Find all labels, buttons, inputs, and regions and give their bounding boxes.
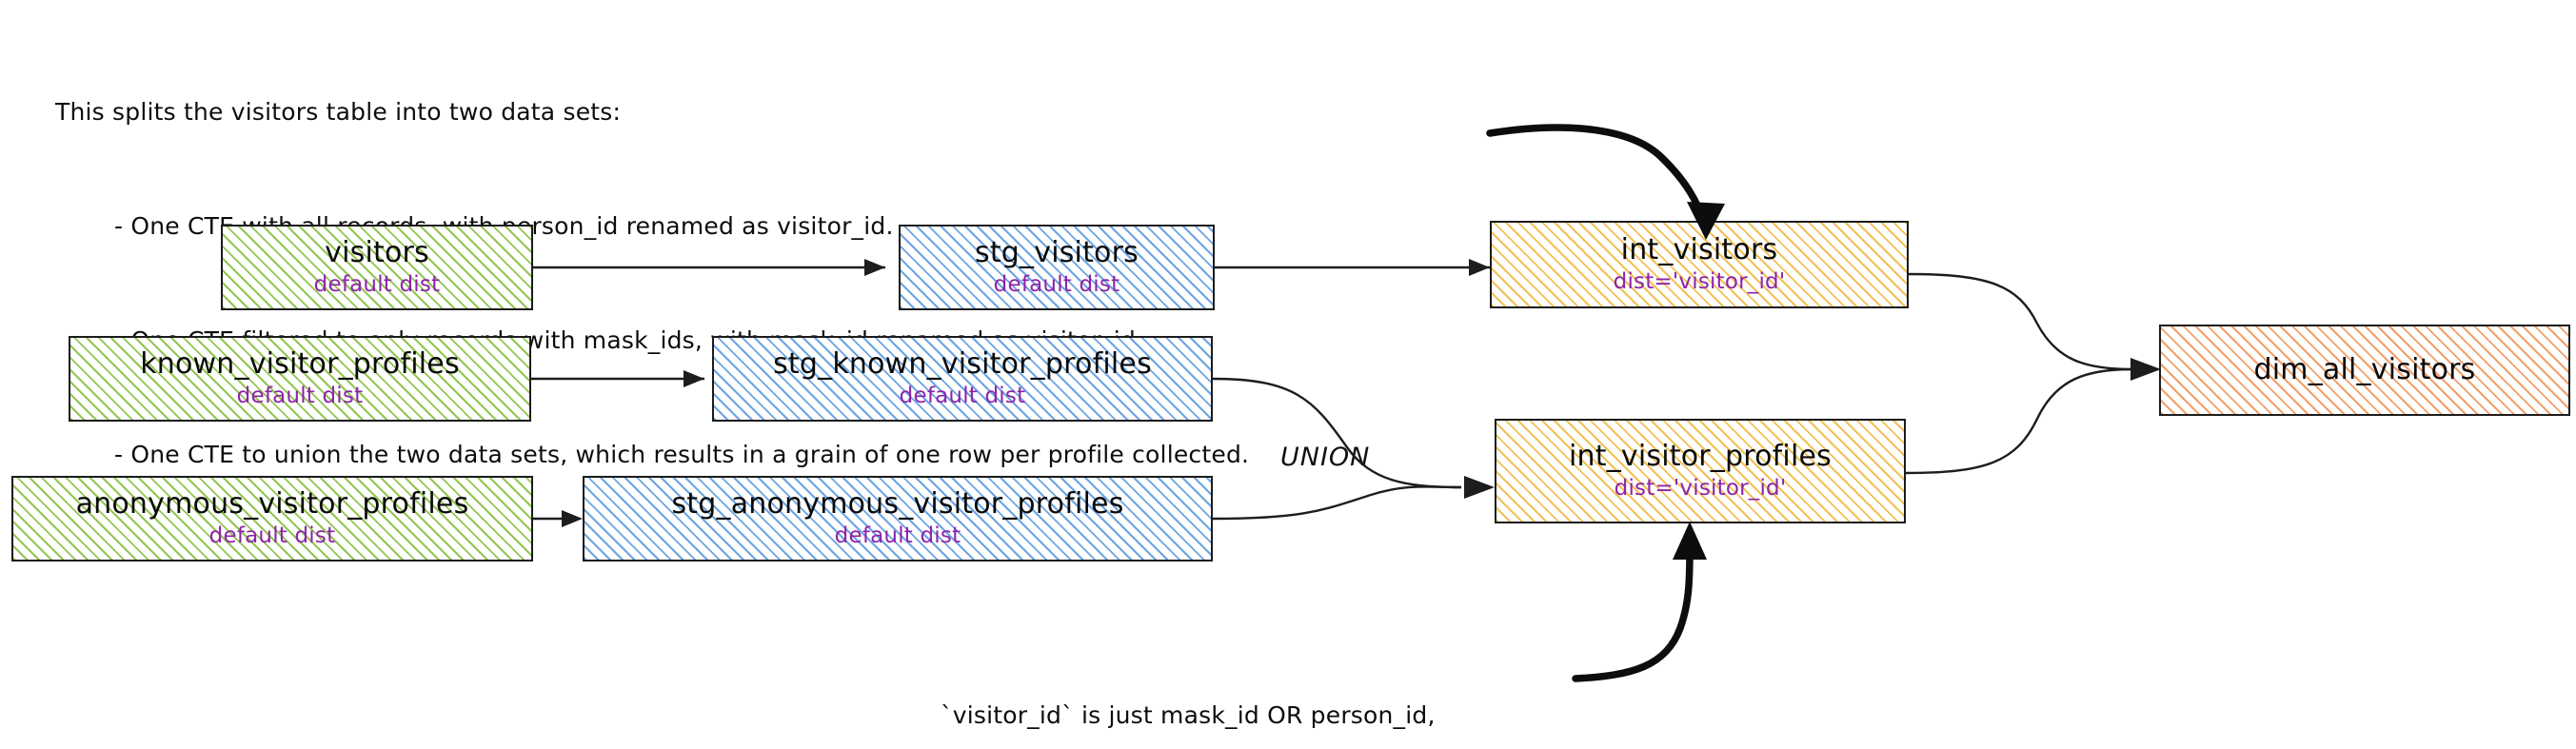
node-stg-visitors-dist: default dist: [993, 271, 1120, 297]
edge-stg-anonymous-to-int-visitor-profiles: [1212, 476, 1495, 521]
node-anonymous-visitor-profiles-title: anonymous_visitor_profiles: [75, 487, 469, 522]
bottom-note-line-1: `visitor_id` is just mask_id OR person_i…: [941, 701, 1436, 729]
node-stg-anonymous-visitor-profiles-dist: default dist: [834, 522, 961, 548]
node-visitors[interactable]: visitors default dist: [221, 225, 533, 310]
bottom-note: `visitor_id` is just mask_id OR person_i…: [941, 630, 1569, 749]
node-dim-all-visitors[interactable]: dim_all_visitors: [2159, 325, 2570, 416]
node-stg-anonymous-visitor-profiles[interactable]: stg_anonymous_visitor_profiles default d…: [583, 476, 1213, 562]
node-int-visitor-profiles-dist: dist='visitor_id': [1614, 475, 1787, 501]
node-known-visitor-profiles-title: known_visitor_profiles: [140, 347, 460, 382]
node-stg-visitors-title: stg_visitors: [975, 236, 1139, 270]
node-visitors-dist: default dist: [313, 271, 441, 297]
node-stg-visitors[interactable]: stg_visitors default dist: [899, 225, 1215, 310]
node-int-visitors-dist: dist='visitor_id': [1613, 268, 1786, 294]
node-stg-known-visitor-profiles-dist: default dist: [899, 383, 1026, 408]
top-note-line-4: - One CTE to union the two data sets, wh…: [114, 441, 1250, 468]
node-known-visitor-profiles-dist: default dist: [236, 383, 364, 408]
edge-int-visitors-to-dim-all-visitors: [1908, 272, 2133, 371]
node-int-visitors[interactable]: int_visitors dist='visitor_id': [1490, 221, 1909, 308]
node-stg-known-visitor-profiles-title: stg_known_visitor_profiles: [773, 347, 1152, 382]
node-dim-all-visitors-title: dim_all_visitors: [2253, 353, 2476, 387]
node-int-visitor-profiles[interactable]: int_visitor_profiles dist='visitor_id': [1495, 419, 1906, 523]
node-int-visitor-profiles-title: int_visitor_profiles: [1568, 440, 1832, 474]
node-stg-anonymous-visitor-profiles-title: stg_anonymous_visitor_profiles: [671, 487, 1124, 522]
node-anonymous-visitor-profiles-dist: default dist: [208, 522, 336, 548]
bottom-callout-arrow: [1572, 522, 1707, 682]
node-anonymous-visitor-profiles[interactable]: anonymous_visitor_profiles default dist: [11, 476, 533, 562]
top-note-line-1: This splits the visitors table into two …: [55, 98, 622, 126]
node-stg-known-visitor-profiles[interactable]: stg_known_visitor_profiles default dist: [712, 336, 1213, 422]
edge-int-visitor-profiles-to-dim-all-visitors: [1905, 358, 2161, 475]
node-visitors-title: visitors: [325, 236, 429, 270]
node-known-visitor-profiles[interactable]: known_visitor_profiles default dist: [69, 336, 531, 422]
edge-stg-visitors-to-int-visitors: [1215, 259, 1490, 276]
node-int-visitors-title: int_visitors: [1620, 233, 1778, 267]
union-label: UNION: [1280, 443, 1371, 472]
